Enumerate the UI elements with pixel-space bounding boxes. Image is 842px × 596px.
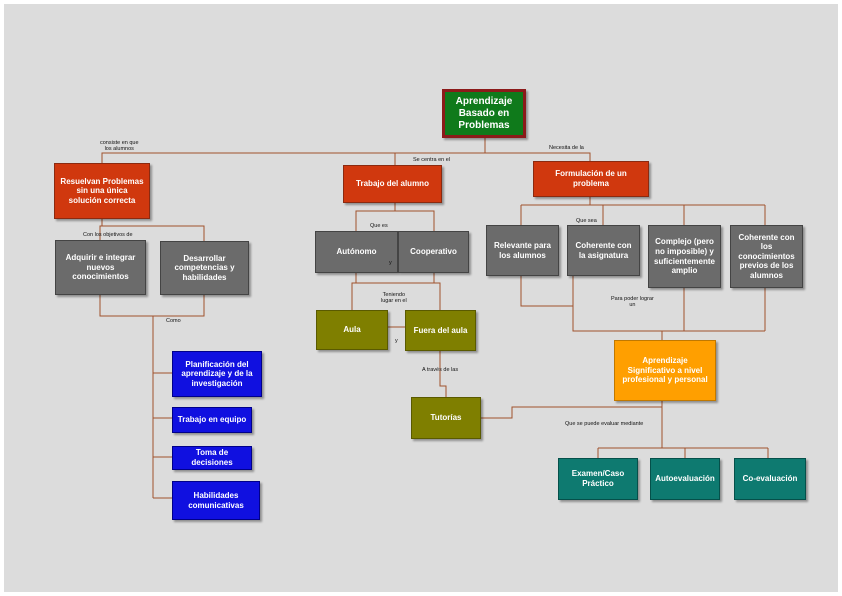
node-autoevaluacion[interactable]: Autoevaluación <box>650 458 720 500</box>
label-para-poder: Para poder lograr un <box>611 296 654 309</box>
label-y-2: y <box>395 338 398 344</box>
connector-coherente-bracket <box>572 276 765 332</box>
node-desarrollar[interactable]: Desarrollar competencias y habilidades <box>160 241 249 295</box>
node-toma-decisiones[interactable]: Toma de decisiones <box>172 446 252 470</box>
node-fuera-aula[interactable]: Fuera del aula <box>405 310 476 351</box>
connector-trabajo-cooperativo <box>395 210 435 231</box>
connector-fuera-tutorias <box>439 351 447 397</box>
connector-y-fuera <box>391 282 441 310</box>
connector-tutorias-significativo <box>481 401 663 419</box>
connector-resuelvan-objetivos <box>99 219 103 240</box>
connector-root-formulacion <box>485 152 591 161</box>
connector-resuelvan-desarrollar <box>102 225 205 241</box>
connector-cooperativo-y <box>391 273 435 284</box>
node-relevante[interactable]: Relevante para los alumnos <box>486 225 559 276</box>
node-habilidades[interactable]: Habilidades comunicativas <box>172 481 260 520</box>
node-coherente-conocimientos[interactable]: Coherente con los conocimientos previos … <box>730 225 803 288</box>
connector-root-trabajo <box>394 152 485 165</box>
label-evaluar: Que se puede evaluar mediante <box>565 421 644 427</box>
node-coherente-asignatura[interactable]: Coherente con la asignatura <box>567 225 640 276</box>
node-adquirir[interactable]: Adquirir e integrar nuevos conocimientos <box>55 240 146 295</box>
connector-y-aula <box>351 282 391 310</box>
node-coevaluacion[interactable]: Co-evaluación <box>734 458 806 500</box>
label-como: Como <box>166 318 181 324</box>
connector-adquirir-como <box>99 295 153 317</box>
node-trabajo-equipo[interactable]: Trabajo en equipo <box>172 407 252 433</box>
label-que-sea: Que sea <box>576 218 597 224</box>
node-resuelvan[interactable]: Resuelvan Problemas sin una única soluci… <box>54 163 150 219</box>
node-complejo[interactable]: Complejo (pero no imposible) y suficient… <box>648 225 721 288</box>
label-a-traves: A través de las <box>422 367 459 373</box>
node-cooperativo[interactable]: Cooperativo <box>398 231 469 273</box>
label-teniendo: Teniendo lugar en el <box>381 292 407 305</box>
label-y-1: y <box>389 260 392 266</box>
label-necesita: Necesita de la <box>549 145 584 151</box>
node-root[interactable]: Aprendizaje Basado en Problemas <box>442 89 526 138</box>
label-que-es: Que es <box>370 223 388 229</box>
label-centra: Se centra en el <box>413 157 450 163</box>
node-trabajo[interactable]: Trabajo del alumno <box>343 165 442 203</box>
node-aula[interactable]: Aula <box>316 310 388 350</box>
node-aprendizaje-significativo[interactable]: Aprendizaje Significativo a nivel profes… <box>614 340 716 401</box>
node-tutorias[interactable]: Tutorías <box>411 397 481 439</box>
node-examen[interactable]: Examen/Caso Práctico <box>558 458 638 500</box>
connector-trabajo-autonomo <box>355 210 395 231</box>
connector-autonomo-y <box>355 273 391 284</box>
connector-relevante-bracket <box>520 276 573 307</box>
label-consiste: consiste en que los alumnos <box>100 140 139 153</box>
node-planificacion[interactable]: Planificación del aprendizaje y de la in… <box>172 351 262 397</box>
connector-desarrollar-como <box>153 295 205 317</box>
node-autonomo[interactable]: Autónomo <box>315 231 398 273</box>
node-formulacion[interactable]: Formulación de un problema <box>533 161 649 197</box>
label-objetivos: Con los objetivos de <box>83 232 133 238</box>
connector-root-resuelvan <box>101 152 485 163</box>
